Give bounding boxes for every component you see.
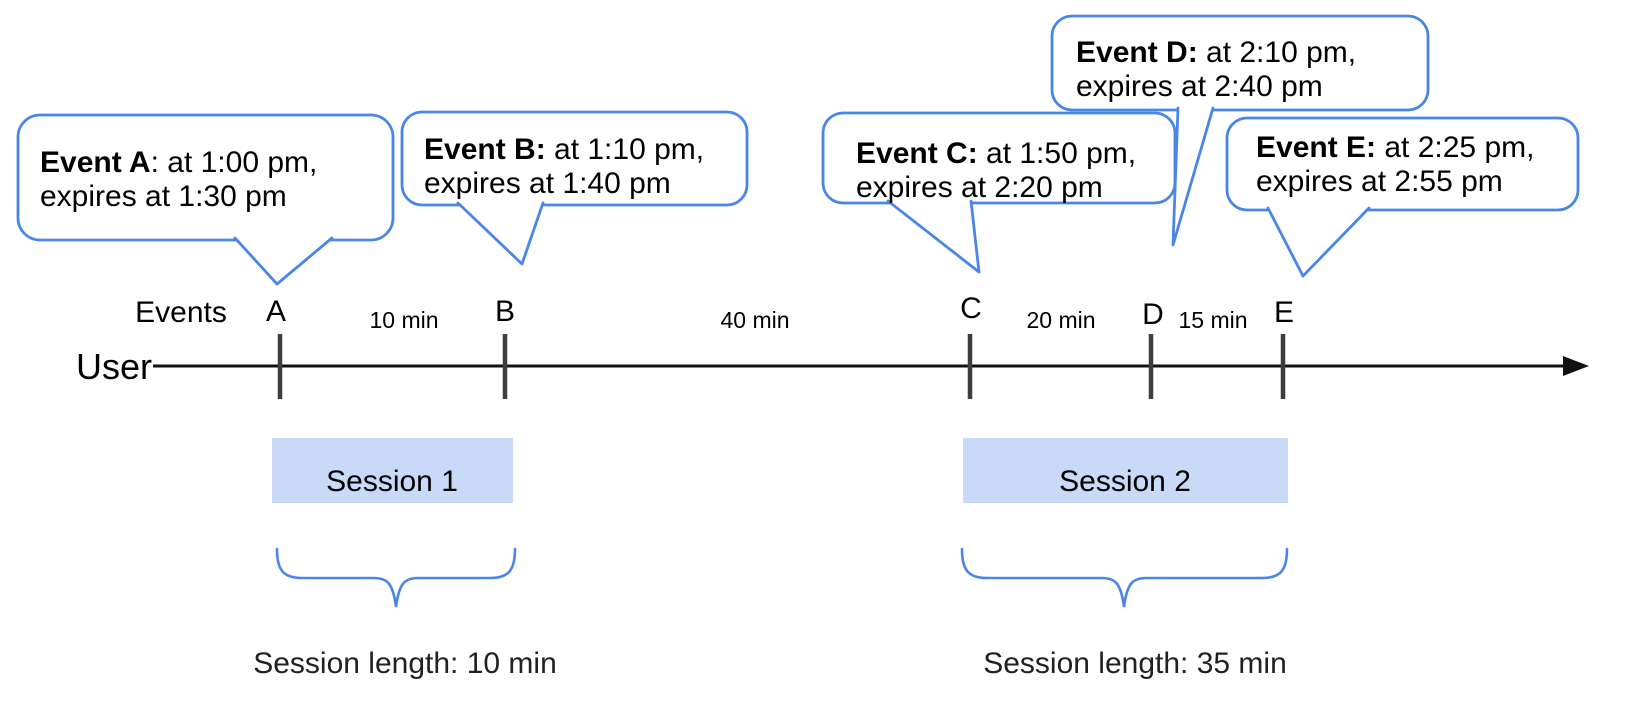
event-b-bubble-tail bbox=[456, 201, 545, 266]
event-e-bubble bbox=[1225, 116, 1580, 212]
event-d-time: at 2:10 pm, bbox=[1198, 36, 1356, 69]
event-a-text-line1: Event A: at 1:00 pm, bbox=[40, 146, 317, 179]
event-c-bubble-tail bbox=[886, 199, 981, 274]
session2-label: Session 2 bbox=[1059, 465, 1191, 498]
event-e-bubble-tail bbox=[1266, 206, 1371, 278]
session2-box bbox=[963, 438, 1288, 503]
session1-brace bbox=[275, 547, 517, 608]
tick-label-c: C bbox=[960, 292, 982, 325]
event-a-time: : at 1:00 pm, bbox=[151, 146, 318, 179]
event-b-time: at 1:10 pm, bbox=[546, 133, 704, 166]
session1-box bbox=[272, 438, 513, 503]
interval-label-c-d: 20 min bbox=[1026, 307, 1095, 333]
event-d-text-line2: expires at 2:40 pm bbox=[1076, 70, 1323, 103]
event-d-bubble bbox=[1050, 14, 1430, 112]
event-c-title: Event C: bbox=[856, 137, 978, 170]
event-a-title: Event A bbox=[40, 146, 151, 179]
event-c-text-line1: Event C: at 1:50 pm, bbox=[856, 137, 1136, 170]
event-b-bubble bbox=[400, 110, 749, 207]
event-e-title: Event E: bbox=[1256, 131, 1376, 164]
event-b-title: Event B: bbox=[424, 133, 546, 166]
event-e-callout: Event E: at 2:25 pm, expires at 2:55 pm bbox=[1225, 116, 1580, 278]
event-a-bubble bbox=[16, 113, 395, 242]
event-b-text-line1: Event B: at 1:10 pm, bbox=[424, 133, 704, 166]
event-d-title: Event D: bbox=[1076, 36, 1198, 69]
event-a-text-line2: expires at 1:30 pm bbox=[40, 180, 287, 213]
session2-length-label: Session length: 35 min bbox=[983, 647, 1287, 680]
session2-brace bbox=[960, 547, 1289, 608]
event-b-callout: Event B: at 1:10 pm, expires at 1:40 pm bbox=[400, 110, 749, 266]
interval-label-d-e: 15 min bbox=[1178, 307, 1247, 333]
event-c-time: at 1:50 pm, bbox=[978, 137, 1136, 170]
session1-length-label: Session length: 10 min bbox=[253, 647, 557, 680]
event-a-callout: Event A: at 1:00 pm, expires at 1:30 pm bbox=[16, 113, 395, 286]
event-b-text-line2: expires at 1:40 pm bbox=[424, 167, 671, 200]
event-a-bubble-tail bbox=[233, 236, 334, 286]
event-e-text-line1: Event E: at 2:25 pm, bbox=[1256, 131, 1534, 164]
event-c-callout: Event C: at 1:50 pm, expires at 2:20 pm bbox=[821, 111, 1177, 274]
event-d-bubble-tail bbox=[1171, 106, 1215, 247]
timeline-arrowhead-icon bbox=[1563, 356, 1589, 376]
interval-label-b-c: 40 min bbox=[720, 307, 789, 333]
event-c-text-line2: expires at 2:20 pm bbox=[856, 171, 1103, 204]
tick-label-d: D bbox=[1142, 298, 1164, 331]
event-d-callout: Event D: at 2:10 pm, expires at 2:40 pm bbox=[1050, 14, 1430, 247]
events-label: Events bbox=[135, 296, 227, 329]
session1-label: Session 1 bbox=[326, 465, 458, 498]
event-d-text-line1: Event D: at 2:10 pm, bbox=[1076, 36, 1356, 69]
tick-label-e: E bbox=[1274, 296, 1294, 329]
tick-label-a: A bbox=[266, 295, 286, 328]
event-e-time: at 2:25 pm, bbox=[1376, 131, 1534, 164]
event-e-text-line2: expires at 2:55 pm bbox=[1256, 165, 1503, 198]
tick-label-b: B bbox=[495, 295, 515, 328]
user-label: User bbox=[76, 346, 152, 387]
interval-label-a-b: 10 min bbox=[369, 307, 438, 333]
